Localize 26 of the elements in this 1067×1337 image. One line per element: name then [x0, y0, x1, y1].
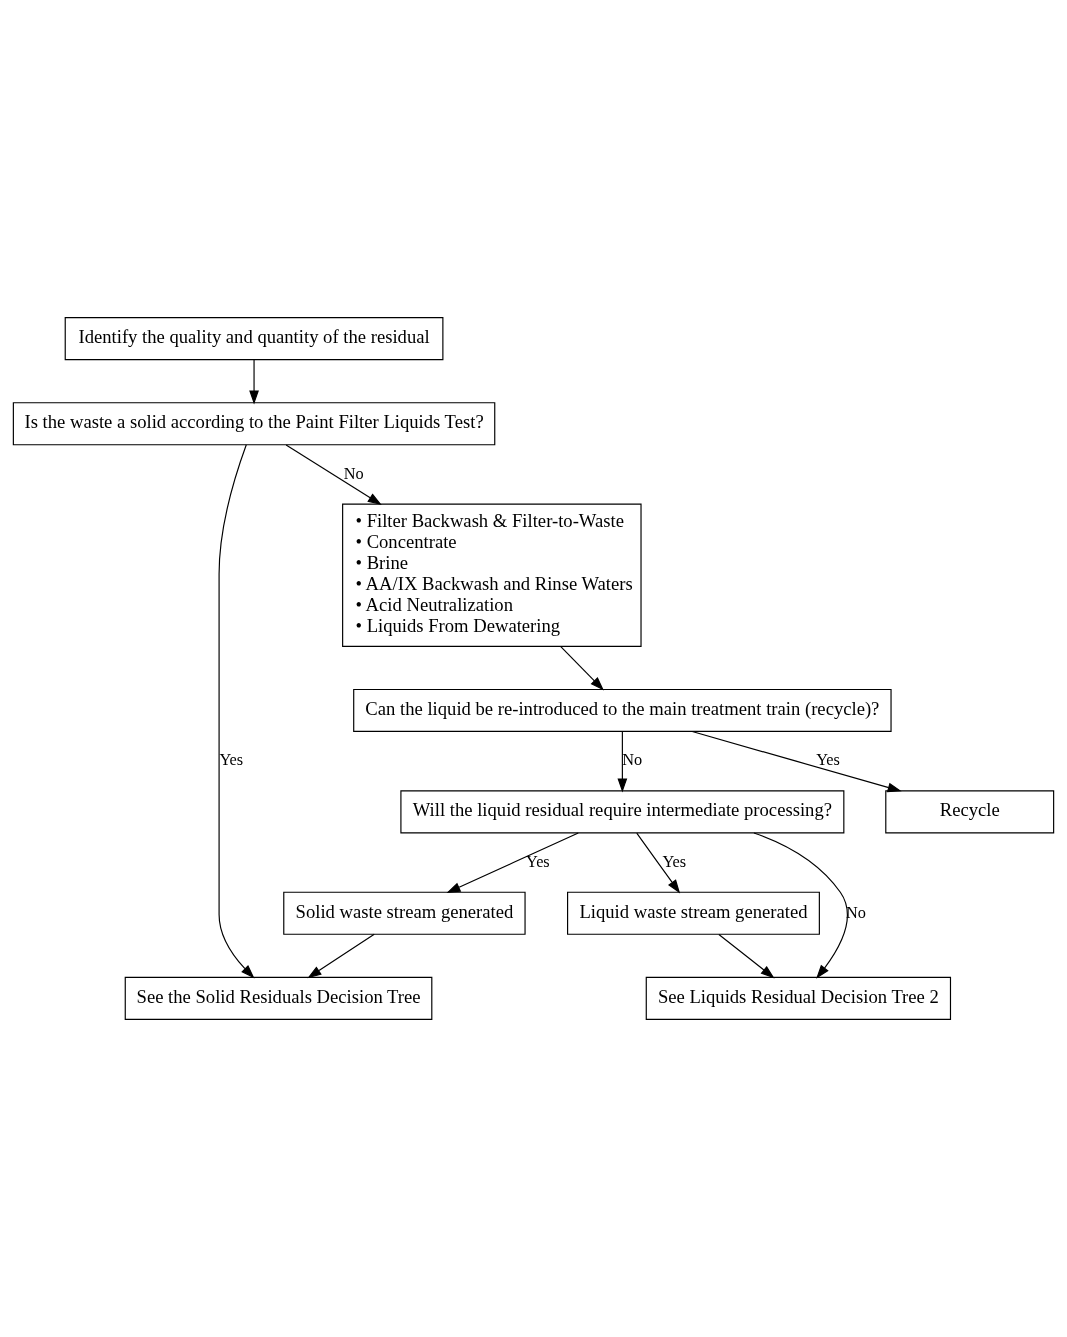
arrow: [559, 645, 604, 691]
node-box: Recycle: [885, 790, 1055, 834]
arrow: [617, 731, 628, 793]
edge-label: Yes: [816, 750, 840, 770]
edge-label: No: [343, 463, 364, 483]
node-box: See Liquids Residual Decision Tree 2: [645, 976, 952, 1020]
node-box: Solid waste stream generated: [283, 891, 526, 935]
arrow: [636, 832, 681, 894]
node-box: Will the liquid residual require intermediate processing?: [400, 790, 845, 834]
node-box: Is the waste a solid according to the Paint Filter Liquids Test?: [12, 402, 496, 446]
node-box: Identify the quality and quantity of the residual: [64, 317, 444, 361]
arrow: [307, 933, 375, 979]
arrow: [218, 444, 255, 979]
edge-label: Yes: [526, 851, 550, 871]
arrow: [718, 933, 775, 979]
arrow: [753, 832, 848, 979]
arrow: [446, 832, 579, 893]
node-box: • Filter Backwash & Filter-to-Waste • Concentrate • Brine • AA/IX Backwash and Rinse Waters • Acid Neutralization • Liquids From Dewatering: [342, 503, 642, 647]
edge-label: No: [622, 750, 643, 770]
arrow: [249, 359, 259, 405]
node-box: See the Solid Residuals Decision Tree: [124, 976, 433, 1020]
edge-label: Yes: [662, 851, 687, 871]
node-box: Can the liquid be re-introduced to the main treatment train (recycle)?: [353, 688, 892, 733]
node-box: Liquid waste stream generated: [567, 891, 820, 935]
arrow: [285, 444, 382, 505]
arrow: [691, 730, 902, 793]
